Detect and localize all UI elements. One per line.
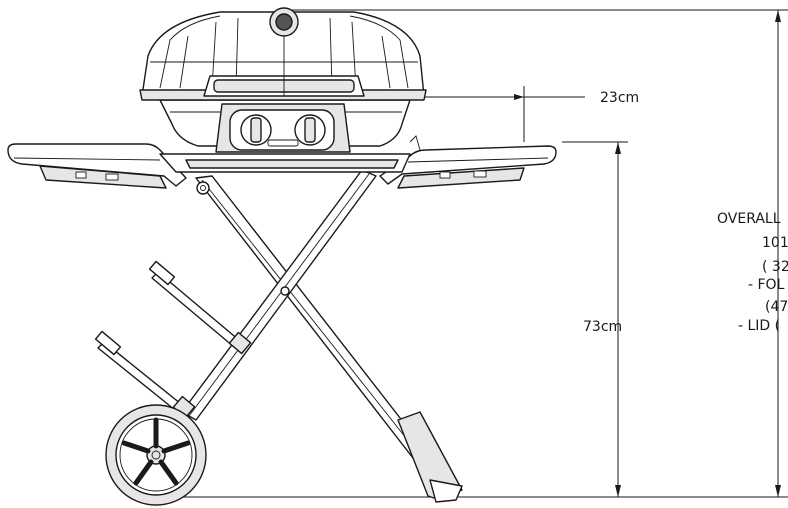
stand-legs	[94, 169, 463, 503]
wheel	[105, 404, 207, 506]
overall-note-line-2: 101	[762, 235, 788, 251]
overall-note-line-1: OVERALL	[717, 211, 781, 227]
grill-lid	[139, 7, 427, 101]
overall-note-line-6: - LID (	[738, 318, 780, 334]
table-height-label: 73cm	[583, 319, 622, 335]
overall-note-line-4: - FOL	[748, 277, 785, 293]
overall-note-line-5: (47	[765, 299, 788, 315]
side-clearance-label: 23cm	[600, 90, 639, 106]
overall-note-line-3: ( 32	[762, 259, 788, 275]
overall-dimension-note: OVERALL 101 ( 32 - FOL (47 - LID (	[717, 211, 788, 334]
side-tables	[7, 135, 557, 189]
grill-body	[159, 99, 411, 153]
